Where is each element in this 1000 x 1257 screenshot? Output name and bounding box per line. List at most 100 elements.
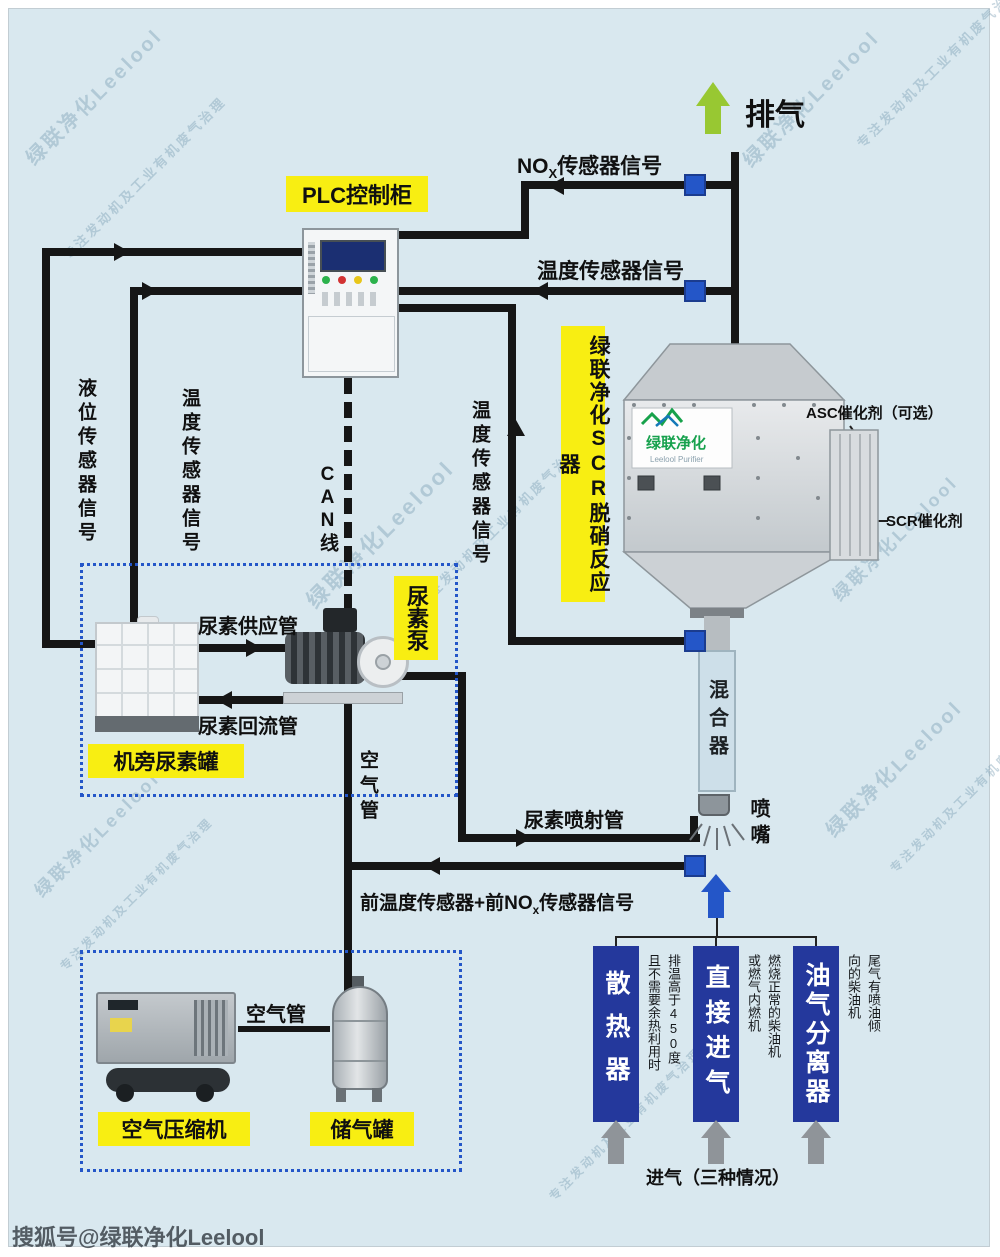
- front-suffix: 传感器信号: [539, 893, 635, 914]
- air-pipe-label: 空气管: [246, 1004, 306, 1026]
- urea-pump-label: 尿素泵: [394, 576, 438, 660]
- urea-pump: [283, 608, 409, 714]
- urea-injection-line-a: [396, 672, 462, 680]
- nozzle-label: 喷嘴: [747, 798, 769, 850]
- reactor-outlet-flange: [690, 608, 744, 618]
- pump-base: [283, 692, 403, 704]
- sensor-boss-temp-rear: [684, 280, 706, 302]
- intake-flow-arrow-2: [701, 1120, 731, 1138]
- pump-motor: [285, 632, 365, 684]
- arrow-left-icon: [424, 857, 440, 875]
- temp-mid-signal-label: 温度传感器信号: [469, 400, 490, 568]
- plc-screen: [320, 240, 386, 272]
- urea-tank-group-label: 机旁尿素罐: [88, 744, 244, 778]
- footer-platform: 搜狐号: [12, 1225, 79, 1250]
- intake-connector-center: [716, 918, 718, 938]
- footer-account: @绿联净化Leelool: [78, 1225, 265, 1250]
- intake-option-direct: 直接进气: [693, 946, 739, 1122]
- plc-indicator-green: [322, 276, 330, 284]
- compressor-wheel-right: [196, 1084, 214, 1102]
- plc-indicator-yellow: [354, 276, 362, 284]
- scr-catalyst-label: SCR催化剂: [886, 513, 963, 530]
- pump-port: [375, 654, 391, 670]
- urea-group-box: [80, 563, 458, 797]
- intake-note-separator: 尾气有喷油倾向的柴油机: [846, 954, 881, 1032]
- compressor-grille: [194, 1000, 228, 1056]
- urea-supply-label: 尿素供应管: [198, 616, 298, 638]
- arrow-right-icon: [246, 639, 262, 657]
- intake-option-radiator: 散热器: [593, 946, 639, 1122]
- urea-tank-cage: [95, 622, 199, 718]
- air-pipe-vertical-label: 空气管: [357, 750, 378, 825]
- nox-signal-line-v: [521, 181, 529, 239]
- air-line-vertical: [344, 700, 352, 996]
- level-signal-line-h: [42, 248, 303, 256]
- air-tank-seam-1: [334, 1020, 386, 1022]
- scr-reactor: 绿联净化 Leelool Purifier: [621, 343, 879, 618]
- sensor-boss-temp-mid: [684, 630, 706, 652]
- reactor-bolts: [627, 403, 820, 520]
- compressor-sticker: [110, 1018, 132, 1032]
- asc-catalyst-label: ASC催化剂（可选）: [806, 405, 943, 422]
- intake-note-direct: 燃烧正常的柴油机或燃气内燃机: [746, 954, 781, 1058]
- intake-arrow-icon: [701, 874, 731, 892]
- logo-cn-text: 绿联净化: [646, 434, 706, 452]
- exhaust-pipe: [731, 152, 739, 348]
- level-signal-line-v: [42, 248, 50, 648]
- arrow-up-icon: [507, 420, 525, 436]
- reactor-hopper: [621, 551, 847, 609]
- logo-en-text: Leelool Purifier: [650, 455, 704, 464]
- can-bus-line: [344, 378, 352, 610]
- intake-connector-left: [615, 938, 617, 946]
- temp-left-signal-label: 温度传感器信号: [179, 388, 200, 556]
- compressor-wheel-left: [116, 1084, 134, 1102]
- arrow-left-icon: [216, 691, 232, 709]
- urea-injection-line-b: [458, 672, 466, 838]
- temp-left-signal-line-v: [130, 287, 138, 622]
- mixer-inlet-stub: [704, 616, 730, 652]
- temp-top-signal-line: [398, 287, 739, 295]
- arrow-right-icon: [516, 829, 532, 847]
- intake-arrow-shaft: [708, 892, 724, 918]
- plc-door-panel: [308, 316, 395, 372]
- sensor-boss-front: [684, 855, 706, 877]
- nozzle: [698, 794, 730, 816]
- air-tank-body: [332, 986, 388, 1090]
- front-sensor-signal-line: [348, 862, 698, 870]
- plc-vent-grille: [308, 242, 315, 294]
- urea-return-label: 尿素回流管: [198, 716, 298, 738]
- exhaust-arrow-shaft: [705, 104, 721, 134]
- intake-flow-arrow-3-shaft: [808, 1138, 824, 1164]
- nox-signal-line-h: [525, 181, 739, 189]
- arrow-left-icon: [548, 177, 564, 195]
- arrow-right-icon: [114, 243, 130, 261]
- intake-flow-arrow-3: [801, 1120, 831, 1138]
- logo-swoosh-green: [640, 407, 684, 427]
- catalyst-layers: [839, 434, 871, 556]
- can-bus-label: CAN线: [317, 464, 338, 554]
- air-tank-valve: [352, 976, 364, 988]
- reactor-hatch-2: [703, 475, 721, 491]
- intake-title: 进气（三种情况）: [646, 1168, 790, 1188]
- nox-sub: X: [548, 166, 558, 182]
- intake-option-separator: 油气分离器: [793, 946, 839, 1122]
- urea-injection-line-c: [458, 834, 700, 842]
- air-compressor-label: 空气压缩机: [98, 1112, 250, 1146]
- intake-flow-arrow-2-shaft: [708, 1138, 724, 1164]
- nox-prefix: NO: [517, 155, 549, 178]
- air-pipe-horizontal: [238, 1026, 330, 1032]
- reactor-label: 绿联净化SCR脱硝反应器: [557, 326, 610, 602]
- air-tank-leg-left: [336, 1088, 346, 1102]
- exhaust-arrow-icon: [696, 82, 730, 106]
- footer-credit: 搜狐号@绿联净化Leelool: [12, 1220, 264, 1252]
- intake-flow-arrow-1-shaft: [608, 1138, 624, 1164]
- arrow-right-icon: [142, 282, 158, 300]
- plc-indicator-green2: [370, 276, 378, 284]
- temp-top-signal-label: 温度传感器信号: [537, 260, 684, 283]
- nox-signal-line-to-plc: [398, 231, 529, 239]
- temp-left-signal-line-h: [130, 287, 303, 295]
- air-tank-label: 储气罐: [310, 1112, 414, 1146]
- air-tank-leg-right: [372, 1088, 382, 1102]
- nox-signal-label: NOX传感器信号: [517, 150, 662, 181]
